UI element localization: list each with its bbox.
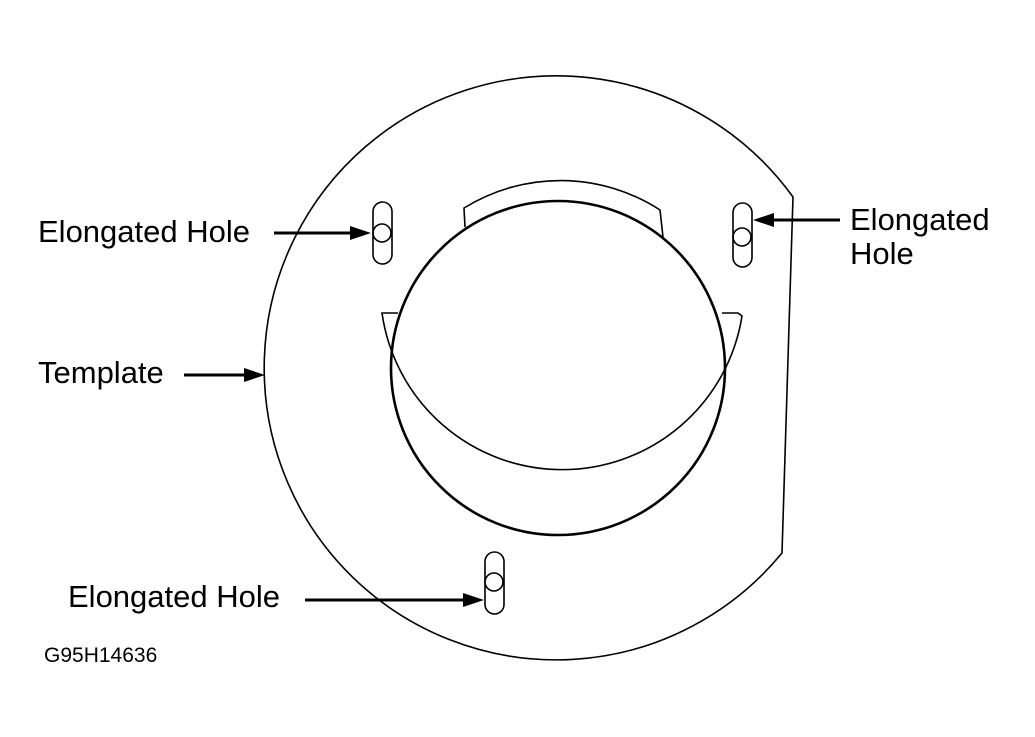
leader-bottom-hole	[305, 593, 484, 607]
elongated-hole-upper-right	[732, 202, 753, 268]
elongated-hole-upper-left	[372, 201, 393, 265]
leader-upper-left-hole	[274, 226, 371, 240]
elongated-hole-bottom	[484, 551, 505, 615]
label-elongated-hole-upper-right-line1: Elongated	[850, 202, 990, 237]
figure-id: G95H14636	[44, 644, 157, 667]
template-plate-outline	[263, 75, 794, 661]
label-elongated-hole-upper-left: Elongated Hole	[38, 214, 250, 249]
upper-arc-tab	[463, 179, 664, 238]
label-template: Template	[38, 355, 164, 390]
leader-upper-right-hole	[753, 213, 840, 227]
leader-template	[184, 368, 265, 382]
label-elongated-hole-upper-right-line2: Hole	[850, 236, 914, 271]
main-opening-circle	[389, 199, 727, 537]
label-elongated-hole-bottom: Elongated Hole	[68, 579, 280, 614]
lower-arc-band	[381, 312, 743, 471]
